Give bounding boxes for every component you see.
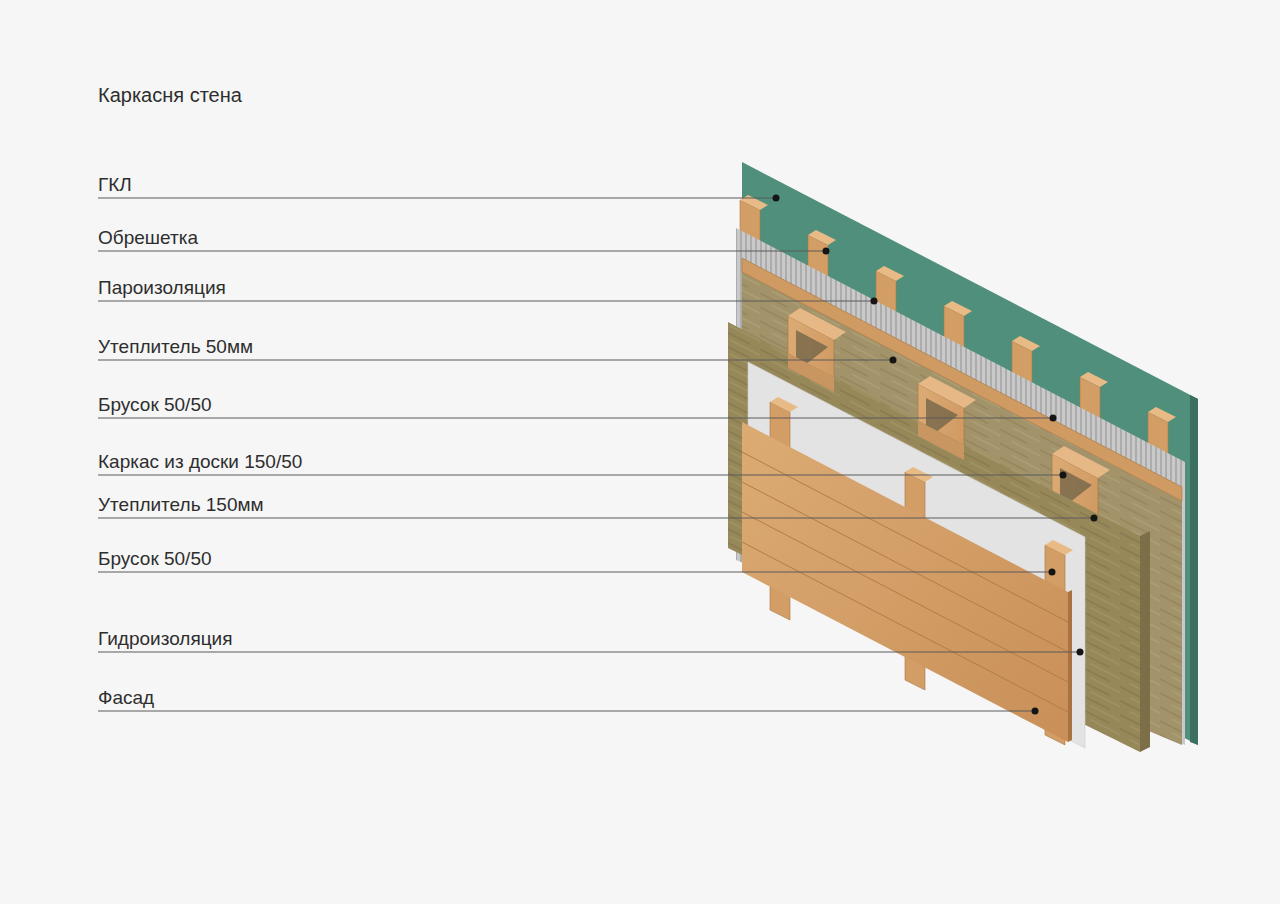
- insulation-edge: [1140, 531, 1150, 752]
- part-label: Каркас из доски 150/50: [98, 452, 302, 472]
- facade: [742, 422, 1068, 742]
- facade-edge: [1068, 590, 1072, 742]
- part-label: ГКЛ: [98, 175, 132, 195]
- part-label: Брусок 50/50: [98, 549, 212, 569]
- facade-board-lines: [742, 452, 1068, 712]
- part-label: Брусок 50/50: [98, 395, 212, 415]
- part-label: Обрешетка: [98, 228, 198, 248]
- gkl-edge: [1190, 395, 1198, 745]
- part-label: Утеплитель 150мм: [98, 495, 264, 515]
- part-label: Фасад: [98, 688, 154, 708]
- part-label: Пароизоляция: [98, 278, 226, 298]
- part-label: Утеплитель 50мм: [98, 337, 253, 357]
- part-label: Гидроизоляция: [98, 629, 232, 649]
- title: Каркасня стена: [98, 84, 242, 106]
- leader-dots: [773, 195, 1098, 715]
- insulation-150: [728, 322, 1140, 752]
- leader-lines: [98, 198, 1094, 711]
